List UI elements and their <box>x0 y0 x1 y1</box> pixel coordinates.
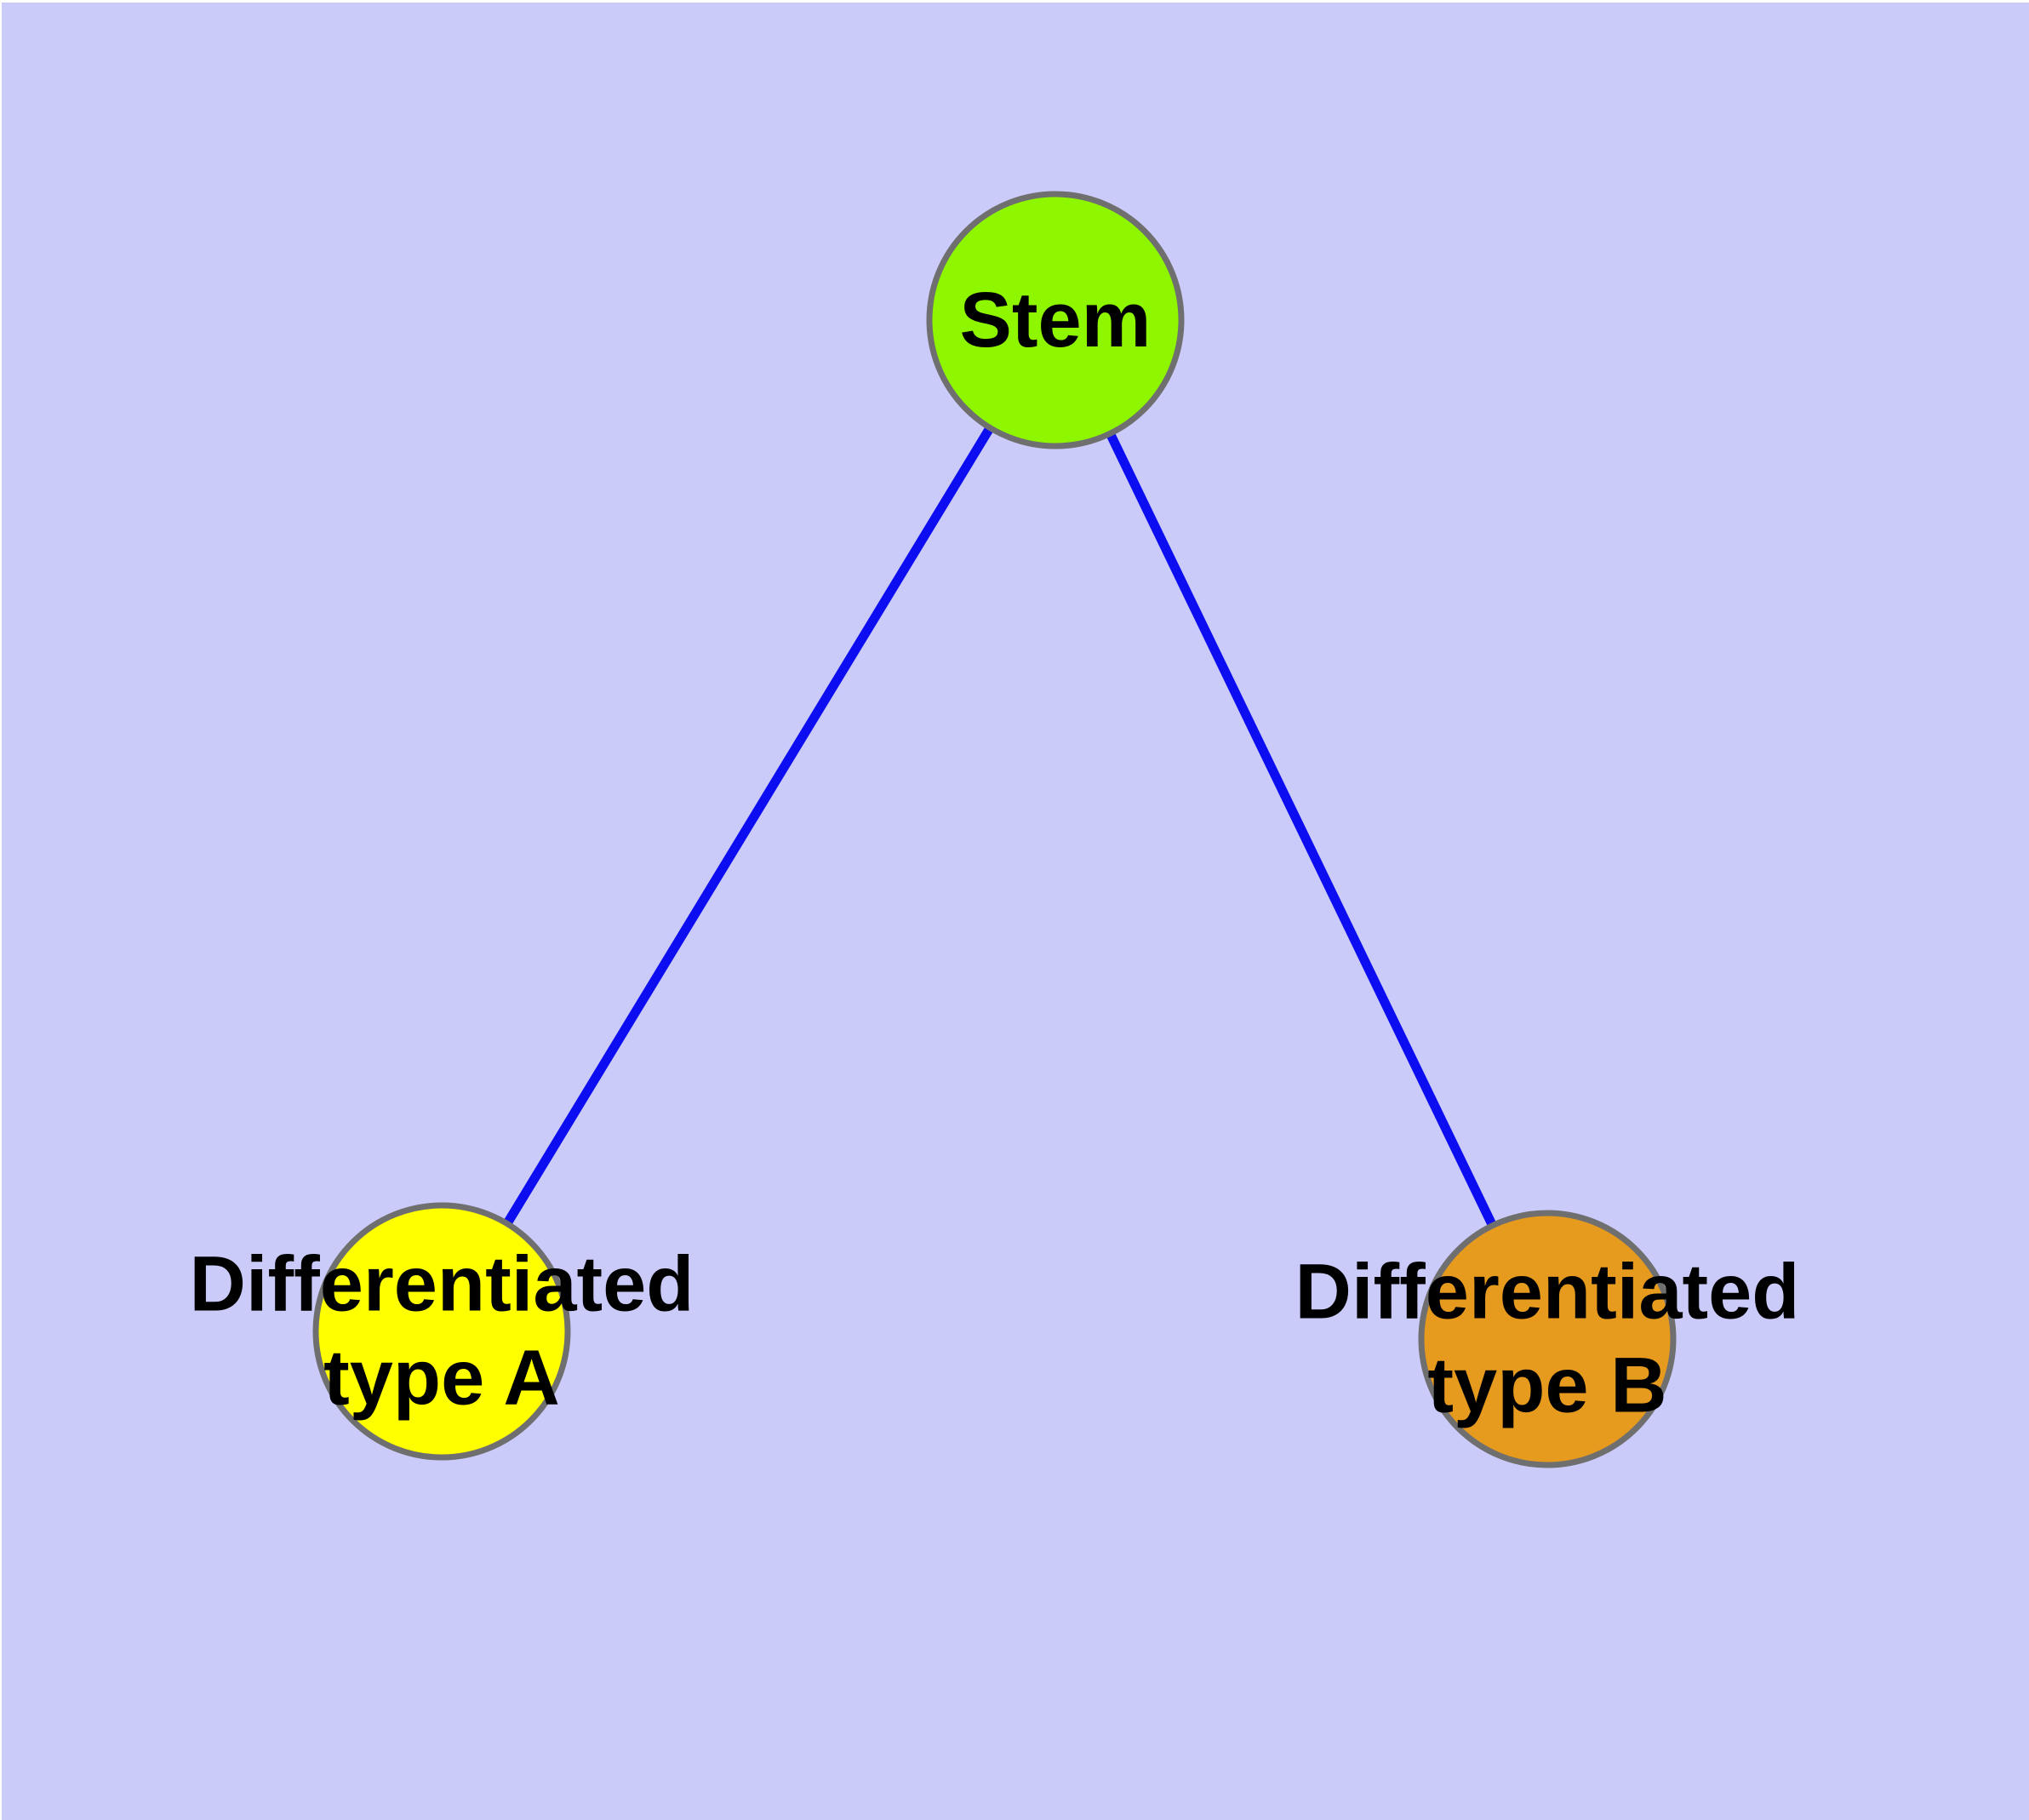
node-differentiated-type-b <box>1418 1210 1677 1468</box>
node-differentiated-type-a <box>312 1202 571 1461</box>
edge-stem-to-type-b <box>1051 318 1552 1342</box>
node-stem <box>926 191 1185 449</box>
edge-stem-to-type-a <box>437 318 1060 1334</box>
